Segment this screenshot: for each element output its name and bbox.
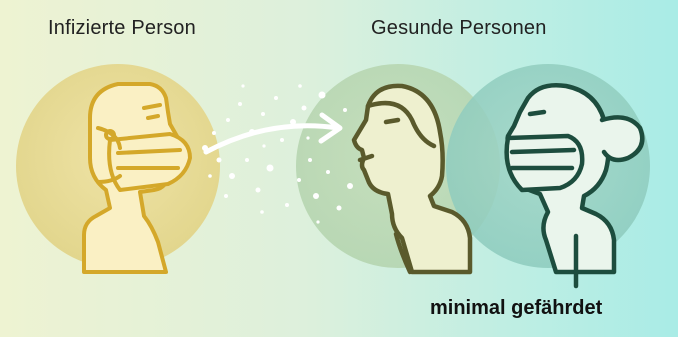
airflow-arrow-icon: [203, 112, 343, 155]
infected-person-icon: [82, 82, 192, 274]
risk-level-label: minimal gefährdet: [430, 297, 603, 319]
healthy-persons-label: Gesunde Personen: [371, 17, 547, 39]
healthy-person-icon: [351, 83, 473, 275]
infected-person-label: Infizierte Person: [48, 17, 196, 39]
masked-woman-icon: [504, 83, 645, 289]
